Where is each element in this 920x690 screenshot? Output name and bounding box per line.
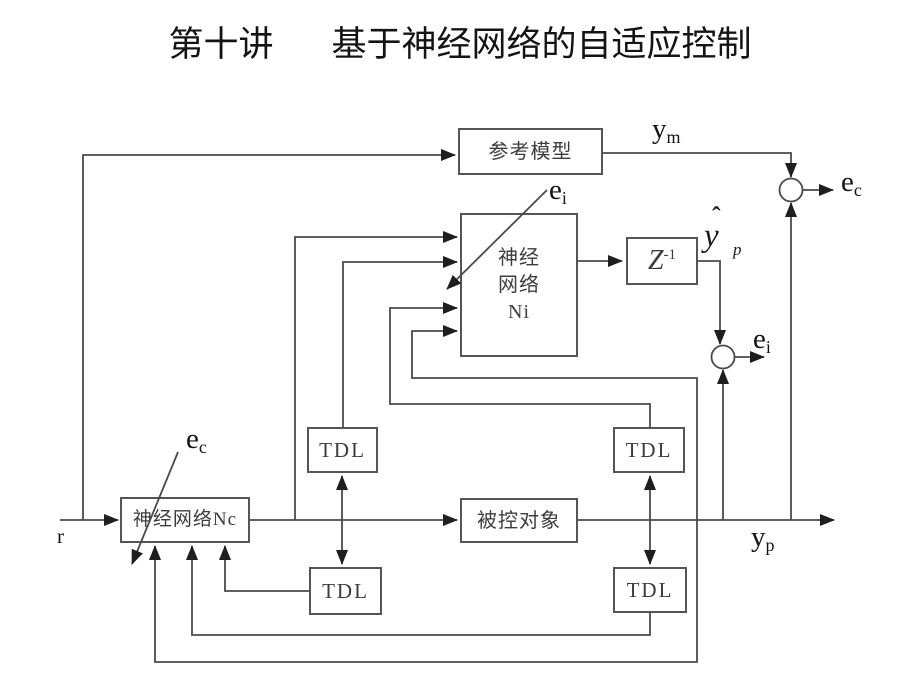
label-ec-training: ec (186, 423, 207, 457)
title-lecture-number: 第十讲 (168, 25, 274, 64)
reference-model-label: 参考模型 (488, 140, 573, 163)
nn-controller-box: 神经网络Nc (120, 497, 250, 543)
tdl-label: TDL (322, 578, 369, 603)
label-predicted-output: ˆ y p (704, 202, 742, 259)
tdl-box-lower-right: TDL (613, 567, 687, 613)
title-topic: 基于神经网络的自适应控制 (331, 25, 752, 64)
nn-controller-label: 神经网络Nc (132, 508, 238, 530)
page-title: 第十讲 基于神经网络的自适应控制 (0, 16, 920, 67)
label-ec-output: ec (841, 166, 862, 200)
tdl-label: TDL (625, 437, 673, 462)
plant-label: 被控对象 (477, 509, 561, 532)
label-ei-output: ei (753, 323, 771, 357)
reference-model-box: 参考模型 (458, 128, 603, 175)
label-r: r (57, 524, 64, 548)
tdl-label: TDL (626, 577, 674, 602)
tdl-box-upper-right: TDL (613, 427, 685, 473)
label-ei-training: ei (549, 174, 567, 208)
nn-identifier-label-line3: Ni (508, 300, 530, 323)
label-ym: ym (652, 113, 681, 147)
delay-operator-label: Z-1 (647, 245, 677, 276)
label-yp: yp (751, 521, 775, 555)
plant-box: 被控对象 (460, 498, 578, 543)
nn-identifier-label-line2: 网络 (498, 273, 540, 296)
nn-identifier-label-line1: 神经 (498, 246, 540, 269)
summing-junction-ei (710, 344, 736, 370)
hat-accent: ˆ (712, 202, 721, 231)
delay-operator-box: Z-1 (626, 237, 698, 285)
tdl-box-upper-left: TDL (307, 427, 378, 473)
tdl-box-lower-left: TDL (309, 567, 382, 615)
nn-identifier-box: 神经 网络 Ni (460, 213, 578, 357)
summing-junction-ec (778, 177, 804, 203)
tdl-label: TDL (319, 437, 366, 462)
